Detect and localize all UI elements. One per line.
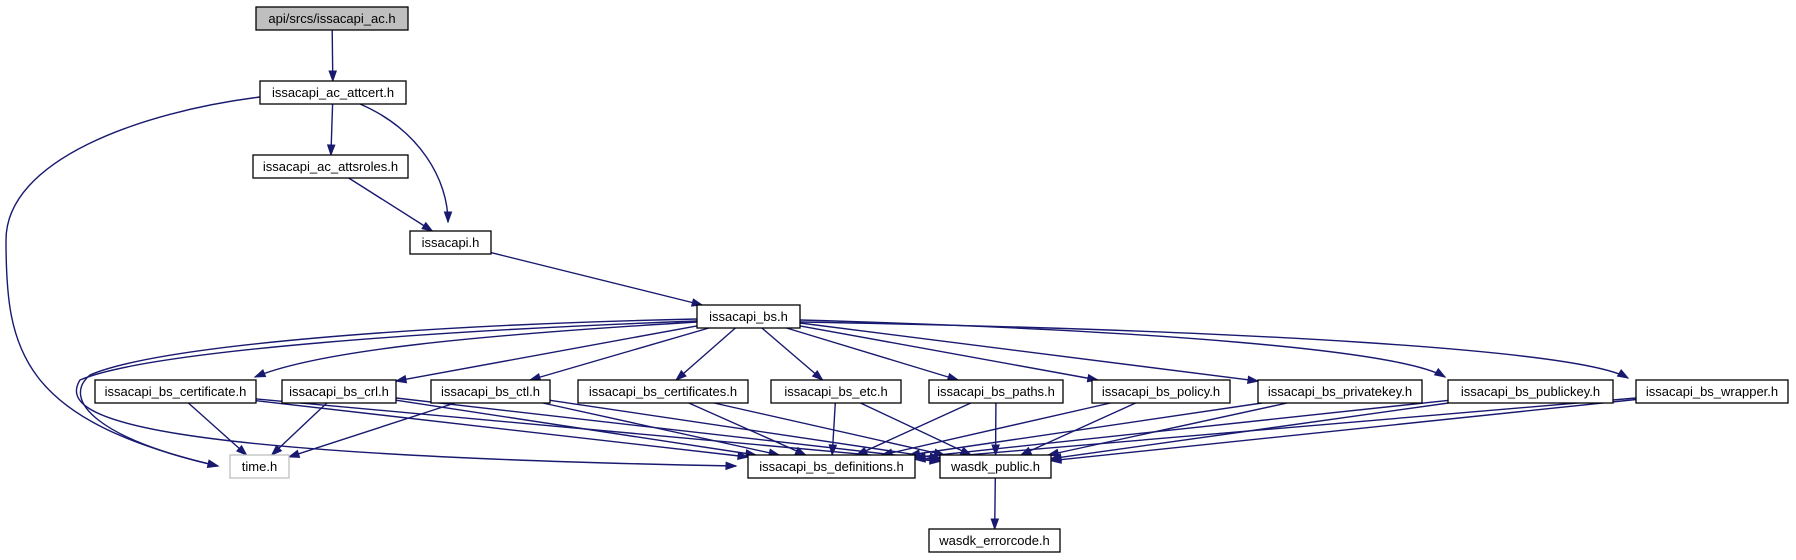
node-box bbox=[747, 454, 916, 479]
node-label: issacapi_bs_ctl.h bbox=[441, 384, 540, 399]
edge-bs_crl-to-time bbox=[270, 402, 328, 457]
edges bbox=[5, 29, 1637, 531]
edge-bs-to-bs_definitions bbox=[75, 320, 738, 471]
edge-bs-to-bs_paths bbox=[786, 327, 960, 382]
node-label: time.h bbox=[242, 459, 277, 474]
node-bs-policy[interactable]: issacapi_bs_policy.h bbox=[1091, 379, 1231, 404]
node-bs-crl[interactable]: issacapi_bs_crl.h bbox=[281, 379, 397, 404]
node-label: issacapi_ac_attcert.h bbox=[272, 85, 394, 100]
edge-bs_certificate-to-bs_definitions bbox=[255, 400, 750, 461]
node-label: issacapi_bs_crl.h bbox=[289, 384, 389, 399]
node-label: wasdk_errorcode.h bbox=[938, 533, 1050, 548]
node-box bbox=[430, 379, 551, 404]
node-issacapi[interactable]: issacapi.h bbox=[409, 230, 492, 255]
node-box bbox=[770, 379, 902, 404]
edge-bs_certificate-to-time bbox=[187, 402, 248, 456]
node-label: issacapi.h bbox=[422, 235, 480, 250]
edge-attcert-to-attsroles bbox=[326, 103, 336, 157]
node-attcert[interactable]: issacapi_ac_attcert.h bbox=[259, 80, 407, 105]
node-wasdk-errorcode[interactable]: wasdk_errorcode.h bbox=[928, 528, 1061, 553]
edge-issacapi-to-bs bbox=[490, 251, 704, 307]
node-box bbox=[409, 230, 492, 255]
node-box bbox=[229, 454, 290, 479]
node-box bbox=[94, 379, 257, 404]
node-box bbox=[252, 154, 409, 179]
node-label: issacapi_bs_paths.h bbox=[937, 384, 1055, 399]
node-box bbox=[1635, 379, 1789, 404]
edge-bs_etc-to-bs_definitions bbox=[828, 402, 838, 457]
node-bs-privatekey[interactable]: issacapi_bs_privatekey.h bbox=[1257, 379, 1423, 404]
node-bs-wrapper[interactable]: issacapi_bs_wrapper.h bbox=[1635, 379, 1789, 404]
node-label: api/srcs/issacapi_ac.h bbox=[268, 11, 395, 26]
node-root: api/srcs/issacapi_ac.h bbox=[255, 6, 409, 31]
node-box bbox=[577, 379, 749, 404]
node-label: issacapi_bs_publickey.h bbox=[1461, 384, 1600, 399]
node-box bbox=[255, 6, 409, 31]
node-time: time.h bbox=[229, 454, 290, 479]
node-box bbox=[928, 528, 1061, 553]
edge-wasdk_public-to-wasdk_errorcode bbox=[990, 477, 1000, 531]
edge-root-to-attcert bbox=[328, 29, 338, 83]
edge-attcert-to-time bbox=[5, 96, 261, 468]
node-bs-ctl[interactable]: issacapi_bs_ctl.h bbox=[430, 379, 551, 404]
node-label: issacapi_bs_definitions.h bbox=[759, 459, 904, 474]
edge-bs-to-bs_certificate bbox=[253, 321, 698, 378]
node-bs-certificate[interactable]: issacapi_bs_certificate.h bbox=[94, 379, 257, 404]
node-attsroles[interactable]: issacapi_ac_attsroles.h bbox=[252, 154, 409, 179]
node-label: issacapi_bs_policy.h bbox=[1102, 384, 1220, 399]
nodes: api/srcs/issacapi_ac.h issacapi_ac_attcer… bbox=[94, 6, 1789, 553]
node-label: wasdk_public.h bbox=[950, 459, 1040, 474]
node-bs-certificates[interactable]: issacapi_bs_certificates.h bbox=[577, 379, 749, 404]
node-box bbox=[1447, 379, 1614, 404]
node-label: issacapi_bs_etc.h bbox=[784, 384, 887, 399]
node-label: issacapi_ac_attsroles.h bbox=[263, 159, 398, 174]
node-box bbox=[1091, 379, 1231, 404]
node-label: issacapi_bs_wrapper.h bbox=[1646, 384, 1778, 399]
edge-bs-to-bs_wrapper bbox=[799, 321, 1630, 379]
edge-bs-to-bs_publickey bbox=[799, 319, 1447, 378]
edge-bs-to-bs_policy bbox=[799, 325, 1100, 383]
node-label: issacapi_bs_certificate.h bbox=[105, 384, 247, 399]
node-bs-definitions[interactable]: issacapi_bs_definitions.h bbox=[747, 454, 916, 479]
edge-bs-to-bs_certificates bbox=[674, 327, 736, 381]
node-label: issacapi_bs_certificates.h bbox=[589, 384, 737, 399]
node-bs[interactable]: issacapi_bs.h bbox=[696, 304, 801, 329]
edge-attcert-to-issacapi bbox=[359, 103, 453, 224]
node-bs-etc[interactable]: issacapi_bs_etc.h bbox=[770, 379, 902, 404]
edge-bs_ctl-to-time bbox=[287, 402, 456, 458]
edge-bs-to-bs_etc bbox=[761, 327, 824, 381]
node-label: issacapi_bs_privatekey.h bbox=[1268, 384, 1412, 399]
edge-bs-to-bs_privatekey bbox=[799, 322, 1260, 385]
edge-bs-to-bs_crl bbox=[394, 325, 698, 384]
node-box bbox=[696, 304, 801, 329]
edge-bs_wrapper-to-wasdk_public bbox=[1049, 398, 1637, 464]
node-box bbox=[939, 454, 1052, 479]
node-label: issacapi_bs.h bbox=[709, 309, 788, 324]
edge-bs-to-time bbox=[79, 318, 698, 468]
node-box bbox=[259, 80, 407, 105]
node-wasdk-public[interactable]: wasdk_public.h bbox=[939, 454, 1052, 479]
node-box bbox=[928, 379, 1064, 404]
edge-attsroles-to-issacapi bbox=[348, 177, 434, 232]
edge-bs_paths-to-bs_definitions bbox=[855, 402, 972, 456]
node-bs-publickey[interactable]: issacapi_bs_publickey.h bbox=[1447, 379, 1614, 404]
node-box bbox=[1257, 379, 1423, 404]
node-bs-paths[interactable]: issacapi_bs_paths.h bbox=[928, 379, 1064, 404]
edge-bs_wrapper-to-bs_definitions bbox=[913, 397, 1637, 463]
node-box bbox=[281, 379, 397, 404]
